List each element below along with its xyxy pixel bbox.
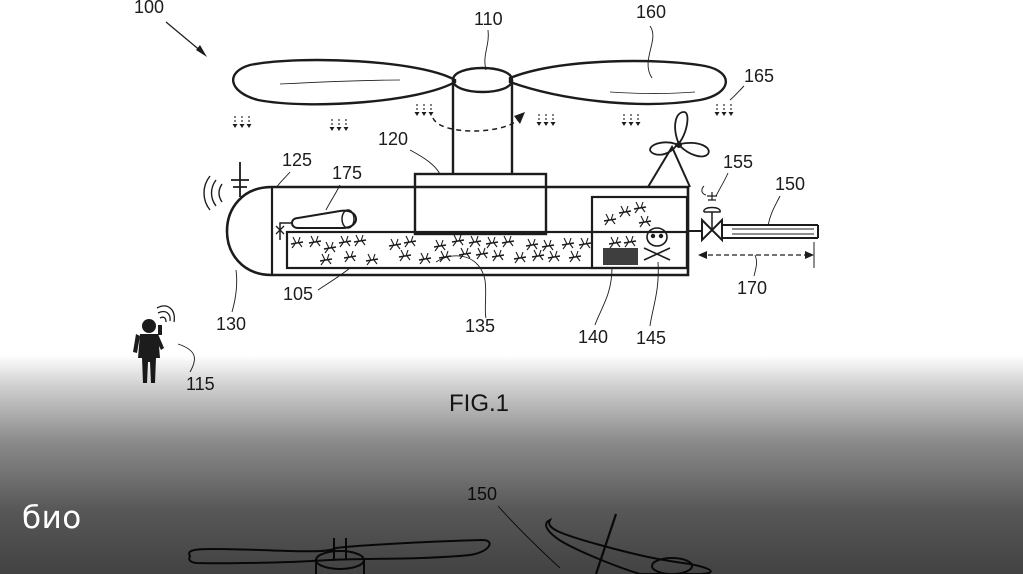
ref-125-label: 125 <box>282 150 312 170</box>
ref-150-label: 150 <box>775 174 805 194</box>
nose-antenna <box>203 162 249 211</box>
ref-175-label: 175 <box>332 163 362 183</box>
rotor-hub <box>451 66 514 174</box>
ref-110-leader <box>484 29 489 71</box>
ref-100-label: 100 <box>134 0 164 17</box>
ref-130-leader <box>231 269 238 313</box>
second-figure-rotor-right <box>545 513 712 574</box>
compartment-mosquitoes <box>603 201 652 249</box>
ref-165-leader <box>729 85 745 101</box>
ref-115-leader <box>177 343 195 373</box>
engine-housing <box>413 172 548 236</box>
ref-100-arrow <box>165 21 207 57</box>
ref-125-leader <box>275 171 291 189</box>
ref-105-leader <box>317 267 351 291</box>
figure-caption: FIG.1 <box>449 390 509 417</box>
ref-120-leader <box>409 149 441 175</box>
tail-fan <box>647 111 710 188</box>
ref-160-leader <box>647 25 654 79</box>
ref-135-leader <box>435 255 487 319</box>
overlay-caption: био <box>22 500 82 536</box>
operator-figure <box>133 305 175 383</box>
rotor-blade-left <box>231 58 457 106</box>
ref-105-label: 105 <box>283 284 313 304</box>
mosquito-swarm <box>290 234 592 266</box>
ref-145-leader <box>649 261 659 327</box>
second-figure-ref-leader <box>497 505 561 569</box>
ref-140-label: 140 <box>578 327 608 347</box>
ref-130-label: 130 <box>216 314 246 334</box>
downwash-arrows <box>231 103 735 132</box>
ref-170-label: 170 <box>737 278 767 298</box>
bait-mesh <box>603 248 638 265</box>
second-figure-ref-label: 150 <box>467 484 497 504</box>
release-tube <box>722 224 819 239</box>
ref-145-label: 145 <box>636 328 666 348</box>
ref-155-label: 155 <box>723 152 753 172</box>
rotor-blade-right <box>508 59 727 106</box>
ref-115-label: 115 <box>186 374 215 394</box>
second-figure-rotor-left <box>188 538 491 574</box>
ref-155-leader <box>715 172 729 197</box>
ref-140-leader <box>594 267 613 326</box>
ref-135-label: 135 <box>465 316 495 336</box>
ref-120-label: 120 <box>378 129 408 149</box>
ref-160-label: 160 <box>636 2 666 22</box>
ref-175-leader <box>325 184 341 211</box>
ref-165-label: 165 <box>744 66 774 86</box>
ref-150-leader <box>767 195 781 227</box>
dimension-170 <box>698 242 815 277</box>
ref-110-label: 110 <box>474 9 503 29</box>
